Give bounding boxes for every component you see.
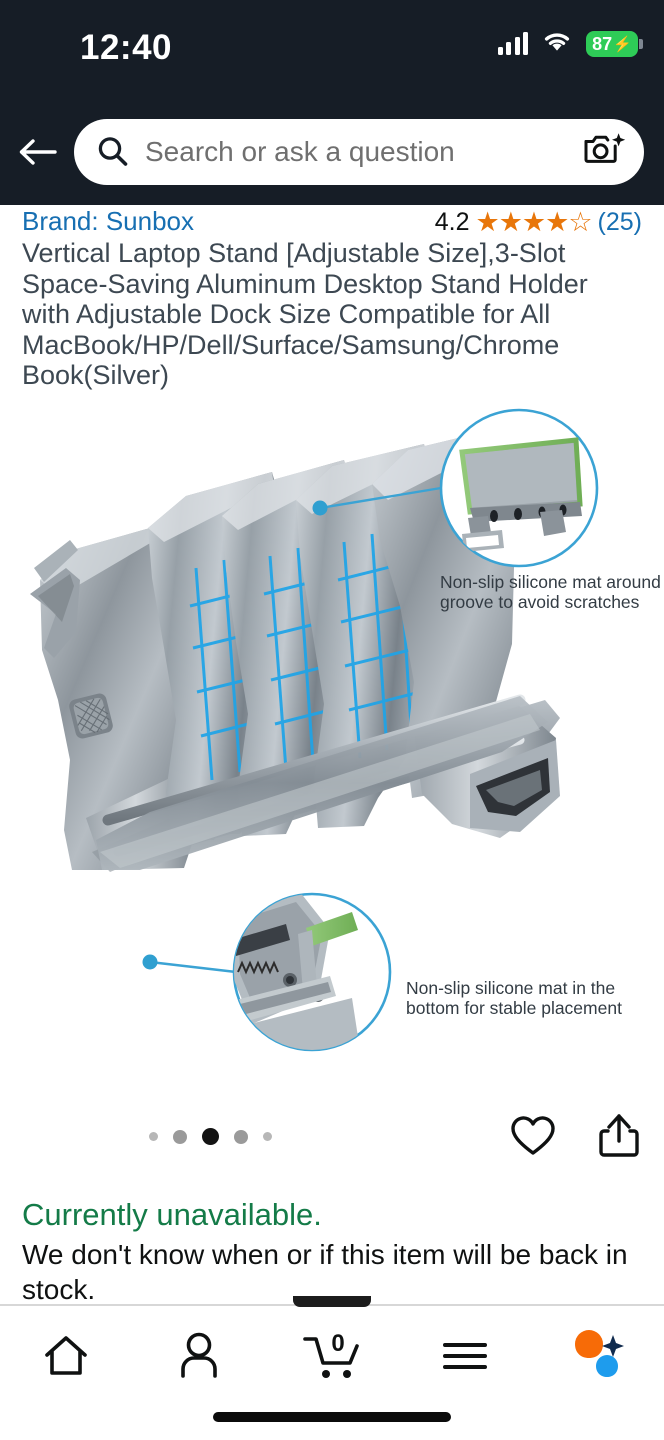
- cart-badge-count: 0: [331, 1330, 344, 1357]
- brand-and-rating-row: Brand: Sunbox 4.2 ★★★★☆ (25): [0, 206, 664, 238]
- availability-block: Currently unavailable. We don't know whe…: [22, 1196, 646, 1307]
- carousel-dot[interactable]: [172, 1129, 187, 1144]
- brand-link[interactable]: Brand: Sunbox: [22, 206, 195, 236]
- back-button[interactable]: [0, 137, 74, 167]
- status-bar: 12:40 87⚡: [0, 0, 664, 98]
- callout-bottom-line1: Non-slip silicone mat in the: [406, 978, 615, 998]
- callout-bottom: Non-slip silicone mat in the bottom for …: [142, 892, 622, 1052]
- nav-tab-account[interactable]: [133, 1320, 266, 1392]
- carousel-dot[interactable]: [262, 1132, 272, 1141]
- review-count: (25): [597, 208, 642, 236]
- callout-top: Non-slip silicone mat around groove to a…: [312, 408, 661, 612]
- status-bar-clock: 12:40: [80, 28, 173, 67]
- status-bar-indicators: 87⚡: [497, 30, 643, 58]
- home-indicator: [213, 1412, 451, 1422]
- rating-value: 4.2: [434, 208, 470, 236]
- availability-detail: We don't know when or if this item will …: [22, 1239, 628, 1305]
- bottom-nav-bar: 0: [0, 1296, 664, 1440]
- share-button[interactable]: [598, 1113, 640, 1164]
- nav-tab-rufus[interactable]: [531, 1320, 664, 1392]
- rating-summary[interactable]: 4.2 ★★★★☆ (25): [435, 207, 642, 238]
- wifi-icon: [542, 30, 572, 58]
- carousel-dot[interactable]: [233, 1129, 248, 1144]
- rating-stars-icon: ★★★★☆: [475, 207, 592, 237]
- callout-top-line1: Non-slip silicone mat around: [440, 572, 661, 592]
- callout-bottom-line2: bottom for stable placement: [406, 998, 622, 1018]
- nav-tab-menu[interactable]: [398, 1320, 531, 1392]
- search-header: Search or ask a question: [0, 98, 664, 205]
- nav-tab-home[interactable]: [0, 1320, 133, 1392]
- callout-top-line2: groove to avoid scratches: [440, 592, 640, 612]
- share-icon: [599, 1114, 639, 1157]
- nav-tab-cart[interactable]: 0: [266, 1320, 399, 1392]
- battery-percent-label: 87: [592, 33, 613, 54]
- signal-bars-icon: [497, 32, 528, 55]
- carousel-dots[interactable]: [0, 1128, 420, 1145]
- person-icon: [181, 1332, 217, 1378]
- search-icon: [98, 137, 128, 166]
- sheet-drag-handle[interactable]: [293, 1296, 371, 1307]
- adjustment-knob-icon: [69, 693, 113, 739]
- back-arrow-icon: [19, 138, 57, 165]
- hamburger-menu-icon: [442, 1343, 487, 1369]
- availability-headline: Currently unavailable.: [22, 1197, 322, 1232]
- camera-lens-icon[interactable]: [582, 129, 626, 174]
- product-title: Vertical Laptop Stand [Adjustable Size],…: [22, 238, 588, 390]
- rufus-assistant-icon: [574, 1330, 624, 1377]
- cart-icon: 0: [303, 1330, 359, 1378]
- product-render: Non-slip silicone mat around groove to a…: [30, 408, 661, 1052]
- battery-charging-icon: 87⚡: [586, 31, 643, 57]
- image-action-buttons: [510, 1113, 640, 1164]
- search-input[interactable]: Search or ask a question: [74, 118, 644, 185]
- wishlist-button[interactable]: [510, 1115, 556, 1162]
- search-placeholder: Search or ask a question: [145, 135, 455, 167]
- heart-icon: [511, 1116, 555, 1155]
- home-icon: [45, 1336, 88, 1375]
- carousel-dot[interactable]: [148, 1132, 158, 1141]
- carousel-dot-active[interactable]: [201, 1128, 219, 1145]
- product-image[interactable]: Non-slip silicone mat around groove to a…: [0, 400, 664, 1100]
